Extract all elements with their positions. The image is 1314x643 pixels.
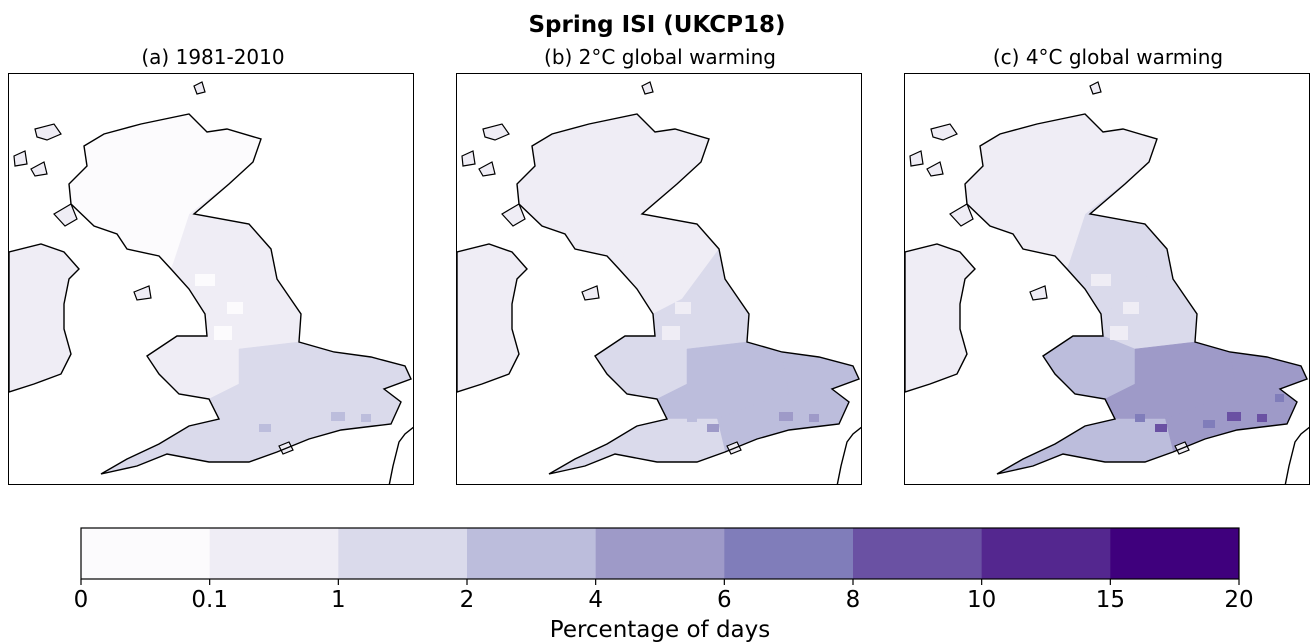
colorbar-tick-label: 4 <box>588 587 603 613</box>
gb-regions <box>517 114 859 474</box>
island <box>133 285 152 301</box>
light-cell <box>643 274 663 286</box>
island <box>193 81 206 95</box>
hotspot-cell <box>687 414 697 422</box>
hotspot-cell <box>779 412 793 421</box>
light-cell <box>1110 326 1128 340</box>
light-cell <box>1091 274 1111 286</box>
colorbar-tick-label: 0 <box>74 587 89 613</box>
island <box>501 203 526 227</box>
colorbar-tick-label: 1 <box>331 587 346 613</box>
island <box>461 150 476 167</box>
gb-coastline <box>516 113 860 475</box>
hotspot-cell <box>259 424 271 432</box>
light-cell <box>577 164 595 176</box>
island <box>949 203 974 227</box>
hotspot-cell <box>827 394 836 402</box>
hotspot-cell <box>1135 414 1145 422</box>
hotspot-cell <box>379 394 388 402</box>
island <box>1089 81 1102 95</box>
hotspot-cell <box>1257 414 1267 422</box>
hotspot-cell <box>239 414 249 422</box>
light-cell <box>1025 164 1043 176</box>
figure-title: Spring ISI (UKCP18) <box>528 12 786 38</box>
ireland-coastline <box>457 243 528 393</box>
colorbar-tick-label: 0.1 <box>191 587 228 613</box>
island <box>478 161 496 177</box>
colorbar-segment <box>209 528 339 579</box>
map-svg-a <box>9 81 413 484</box>
island <box>482 123 510 141</box>
hotspot-cell <box>361 414 371 422</box>
colorbar-segment <box>81 528 211 579</box>
map-svg-b <box>457 81 861 484</box>
continent-coastline <box>836 426 861 484</box>
ireland-coastline <box>905 243 976 393</box>
ireland-coastline <box>9 243 80 393</box>
colorbar-segment <box>724 528 854 579</box>
hotspot-cell <box>1155 424 1167 432</box>
colorbar-segment <box>467 528 597 579</box>
hotspot-cell <box>307 420 319 428</box>
panel-title-c: (c) 4°C global warming <box>992 45 1224 69</box>
light-cell <box>1123 302 1139 314</box>
island <box>13 150 28 167</box>
light-cell <box>214 326 232 340</box>
continent-coastline <box>1284 426 1309 484</box>
island <box>930 123 958 141</box>
map-panel-a <box>8 73 414 485</box>
hotspot-cell <box>1203 420 1215 428</box>
light-cell <box>1055 179 1081 193</box>
island <box>926 161 944 177</box>
map-panel-c <box>904 73 1310 485</box>
island <box>909 150 924 167</box>
ireland-fill <box>905 244 975 392</box>
island <box>34 123 62 141</box>
light-cell <box>662 326 680 340</box>
colorbar-tick-label: 20 <box>1224 587 1253 613</box>
colorbar-segment <box>981 528 1111 579</box>
island <box>1029 285 1048 301</box>
colorbar-tick-label: 8 <box>846 587 861 613</box>
map-svg-c <box>905 81 1309 484</box>
panel-title-a: (a) 1981-2010 <box>141 45 285 69</box>
gb-coastline <box>68 113 412 475</box>
hotspot-cell <box>1227 412 1241 421</box>
ireland-fill <box>457 244 527 392</box>
hotspot-cell <box>331 412 345 421</box>
panel-title-b: (b) 2°C global warming <box>544 45 776 69</box>
light-cell <box>607 179 633 193</box>
hotspot-cell <box>707 424 719 432</box>
light-cell <box>675 302 691 314</box>
colorbar-tick-label: 15 <box>1096 587 1125 613</box>
island <box>30 161 48 177</box>
colorbar-frame <box>80 527 1240 580</box>
gb-regions <box>965 114 1307 474</box>
light-cell <box>159 179 185 193</box>
colorbar-tick-label: 10 <box>967 587 996 613</box>
colorbar-segment <box>853 528 983 579</box>
gb-coastline <box>964 113 1308 475</box>
hotspot-cell <box>809 414 819 422</box>
island <box>581 285 600 301</box>
light-cell <box>227 302 243 314</box>
colorbar-segment <box>338 528 468 579</box>
colorbar-segment <box>595 528 725 579</box>
light-cell <box>195 274 215 286</box>
map-panel-b <box>456 73 862 485</box>
island <box>641 81 654 95</box>
light-cell <box>129 164 147 176</box>
colorbar-segment <box>1110 528 1240 579</box>
island <box>53 203 78 227</box>
colorbar-tick-label: 2 <box>460 587 475 613</box>
hotspot-cell <box>1275 394 1284 402</box>
ireland-fill <box>9 244 79 392</box>
colorbar-label: Percentage of days <box>550 617 770 643</box>
continent-coastline <box>388 426 413 484</box>
hotspot-cell <box>755 420 767 428</box>
colorbar-tick-label: 6 <box>717 587 732 613</box>
